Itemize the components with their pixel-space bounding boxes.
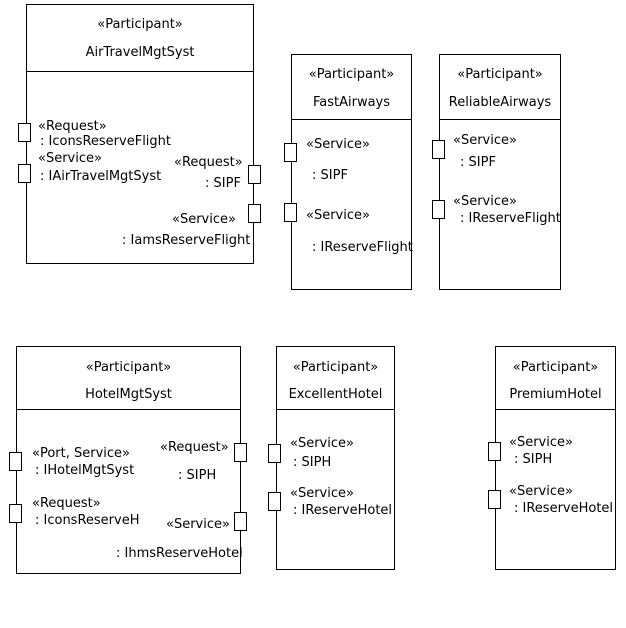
port-name: : SIPH — [514, 452, 553, 467]
participant-header: «Participant» AirTravelMgtSyst — [27, 5, 253, 72]
participant-header: «Participant» HotelMgtSyst — [17, 347, 240, 410]
port-name: : IconsReserveH — [35, 513, 140, 528]
port-name: : IconsReserveFlight — [40, 134, 172, 149]
port-stereotype: «Service» — [166, 517, 230, 532]
port-stereotype: «Request» — [38, 119, 107, 134]
port-siph — [268, 444, 281, 463]
port-name: : IReserveFlight — [460, 211, 561, 226]
port-ireserve-flight — [432, 200, 445, 219]
participant-name: FastAirways — [312, 95, 391, 110]
participant-header: «Participant» ExcellentHotel — [277, 347, 394, 410]
port-name: : SIPH — [178, 468, 217, 483]
port-stereotype: «Service» — [290, 436, 354, 451]
port-name: : IReserveHotel — [293, 503, 393, 518]
port-sipf — [248, 165, 261, 184]
participant-hotelmgtsyst: «Participant» HotelMgtSyst — [16, 346, 241, 574]
port-ireserve-flight — [284, 203, 297, 222]
port-name: : IHotelMgtSyst — [35, 463, 135, 478]
port-stereotype: «Service» — [453, 194, 517, 209]
participant-name: ExcellentHotel — [288, 387, 383, 402]
port-name: : SIPH — [293, 455, 332, 470]
participant-stereotype: «Participant» — [457, 67, 543, 82]
participant-name: AirTravelMgtSyst — [85, 45, 195, 60]
port-ireserve-hotel — [268, 492, 281, 511]
participant-header: «Participant» PremiumHotel — [496, 347, 615, 410]
participant-reliableairways: «Participant» ReliableAirways — [439, 54, 561, 290]
participant-name: HotelMgtSyst — [85, 387, 172, 402]
participant-stereotype: «Participant» — [308, 67, 395, 82]
participant-name: ReliableAirways — [448, 95, 552, 110]
port-stereotype: «Service» — [38, 151, 102, 166]
participant-airtravelmgtsyst: «Participant» AirTravelMgtSyst — [26, 4, 254, 264]
port-stereotype: «Service» — [306, 208, 370, 223]
port-stereotype: «Request» — [174, 155, 243, 170]
port-name: : IReserveFlight — [312, 240, 413, 255]
participant-stereotype: «Participant» — [292, 360, 379, 375]
port-name: : IReserveHotel — [514, 501, 614, 516]
participant-excellenthotel: «Participant» ExcellentHotel — [276, 346, 395, 570]
port-name: : IamsReserveFlight — [122, 233, 251, 248]
port-sipf — [284, 143, 297, 162]
port-ihotelmgtsyst — [9, 452, 22, 471]
port-name: : SIPF — [312, 168, 348, 183]
port-sipf — [432, 140, 445, 159]
participant-stereotype: «Participant» — [512, 360, 599, 375]
port-iams-reserve-flight — [248, 204, 261, 223]
port-stereotype: «Service» — [306, 137, 370, 152]
port-stereotype: «Service» — [509, 435, 573, 450]
participant-premiumhotel: «Participant» PremiumHotel — [495, 346, 616, 570]
port-stereotype: «Service» — [172, 212, 236, 227]
port-stereotype: «Service» — [290, 486, 354, 501]
participant-name: PremiumHotel — [509, 387, 602, 402]
port-stereotype: «Service» — [509, 484, 573, 499]
participant-header: «Participant» FastAirways — [292, 55, 411, 120]
participant-fastairways: «Participant» FastAirways — [291, 54, 412, 290]
port-name: : SIPF — [205, 176, 241, 191]
port-name: : SIPF — [460, 155, 496, 170]
port-icons-reserve-h — [9, 504, 22, 523]
participant-header: «Participant» ReliableAirways — [440, 55, 560, 120]
port-icons-reserve-flight — [18, 123, 31, 142]
port-stereotype: «Request» — [160, 440, 229, 455]
port-ihms-reserve-hotel — [234, 512, 247, 531]
participant-stereotype: «Participant» — [97, 17, 183, 32]
port-name: : IhmsReserveHotel — [116, 546, 243, 561]
port-stereotype: «Service» — [453, 133, 517, 148]
participant-stereotype: «Participant» — [85, 360, 172, 375]
port-siph — [488, 442, 501, 461]
port-stereotype: «Port, Service» — [32, 446, 130, 461]
port-siph — [234, 443, 247, 462]
port-ireserve-hotel — [488, 490, 501, 509]
port-iairtravelmgtsyst — [18, 164, 31, 183]
port-name: : IAirTravelMgtSyst — [40, 169, 162, 184]
port-stereotype: «Request» — [32, 496, 101, 511]
